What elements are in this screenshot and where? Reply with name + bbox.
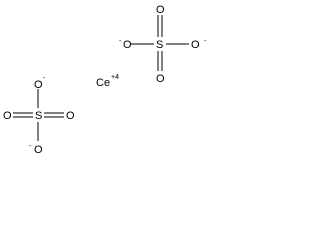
charge-bottom-top: - (43, 75, 46, 82)
oxygen-atom-top-right: O (191, 39, 200, 51)
oxygen-atom-bottom-up: O (34, 79, 43, 91)
structure-diagram: S O O O O - - Ce +4 S O O O O - - (0, 0, 214, 160)
cerium-charge: +4 (111, 74, 119, 81)
sulfate-group-top: S O O O O - - (119, 4, 207, 85)
cerium-sulfate-structure: S O O O O - - Ce +4 S O O O O - - (3, 4, 207, 156)
sulfur-atom-bottom: S (35, 110, 42, 122)
charge-bottom-bottom: - (29, 143, 32, 150)
sulfur-atom-top: S (156, 39, 163, 51)
oxygen-atom-top-left: O (123, 39, 132, 51)
cerium-atom: Ce (96, 77, 110, 89)
oxygen-atom-bottom-right: O (66, 110, 75, 122)
cerium-cation: Ce +4 (96, 74, 119, 89)
oxygen-atom-bottom-down: O (34, 144, 43, 156)
charge-top-right: - (204, 38, 207, 45)
sulfate-group-bottom: S O O O O - - (3, 75, 75, 156)
charge-top-left: - (119, 38, 122, 45)
oxygen-atom-bottom-left: O (3, 110, 12, 122)
oxygen-atom-top-down: O (156, 73, 165, 85)
oxygen-atom-top-up: O (156, 4, 165, 16)
